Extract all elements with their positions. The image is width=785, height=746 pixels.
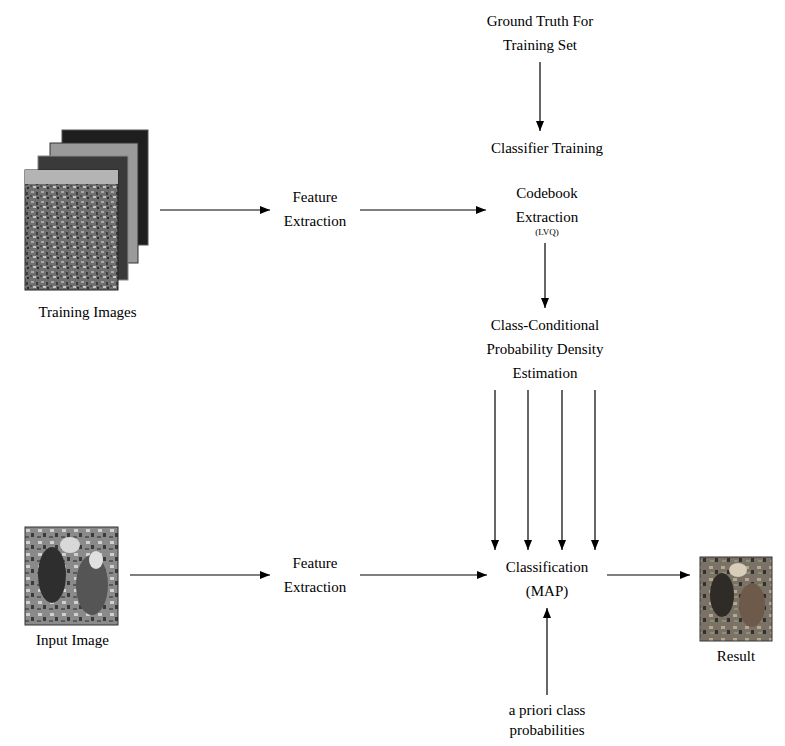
node-label: Class-Conditional Probability Density Es…: [470, 313, 620, 385]
text-node: Feature Extraction: [275, 185, 355, 233]
image-shape: [729, 563, 747, 577]
image-shape: [60, 537, 80, 553]
image-shape: [739, 583, 765, 627]
image-shape: [38, 547, 66, 603]
image-sky: [25, 170, 118, 184]
arrow-connector: [527, 390, 528, 550]
node-label: Result: [717, 644, 755, 668]
node-label: Input Image: [36, 628, 109, 652]
node-label: a priori class probabilities: [500, 700, 595, 740]
arrow-connector: [360, 209, 486, 210]
image-node: Training Images: [20, 128, 155, 324]
node-label: Training Images: [38, 300, 136, 324]
node-label: Classifier Training: [491, 136, 603, 160]
image-node: Input Image: [20, 522, 125, 652]
node-label: (LVQ): [491, 227, 603, 238]
text-node: Classifier TrainingCodebook Extraction(L…: [491, 136, 603, 238]
node-label: Ground Truth For Training Set: [478, 9, 603, 57]
image-shape: [710, 573, 734, 617]
arrow-connector: [546, 608, 547, 695]
text-node: Ground Truth For Training Set: [478, 9, 603, 57]
node-label: Feature Extraction: [275, 551, 355, 599]
node-label: Codebook Extraction: [505, 181, 590, 229]
image-shape: [89, 551, 103, 569]
arrow-connector: [539, 62, 540, 131]
arrow-connector: [130, 574, 270, 575]
arrow-connector: [494, 390, 495, 550]
image-node: Result: [695, 553, 777, 668]
arrow-connector: [360, 574, 487, 575]
arrow-connector: [594, 390, 595, 550]
input-image: [25, 527, 118, 625]
text-node: Classification (MAP): [492, 555, 602, 603]
text-node: Class-Conditional Probability Density Es…: [470, 313, 620, 385]
arrow-connector: [607, 574, 690, 575]
result-image: [700, 557, 772, 641]
text-node: Feature Extraction: [275, 551, 355, 599]
arrow-connector: [544, 243, 545, 308]
text-node: a priori class probabilities: [500, 700, 595, 740]
node-label: Feature Extraction: [275, 185, 355, 233]
node-label: Classification (MAP): [492, 555, 602, 603]
training-image: [25, 170, 118, 290]
arrow-connector: [160, 209, 270, 210]
arrow-connector: [561, 390, 562, 550]
